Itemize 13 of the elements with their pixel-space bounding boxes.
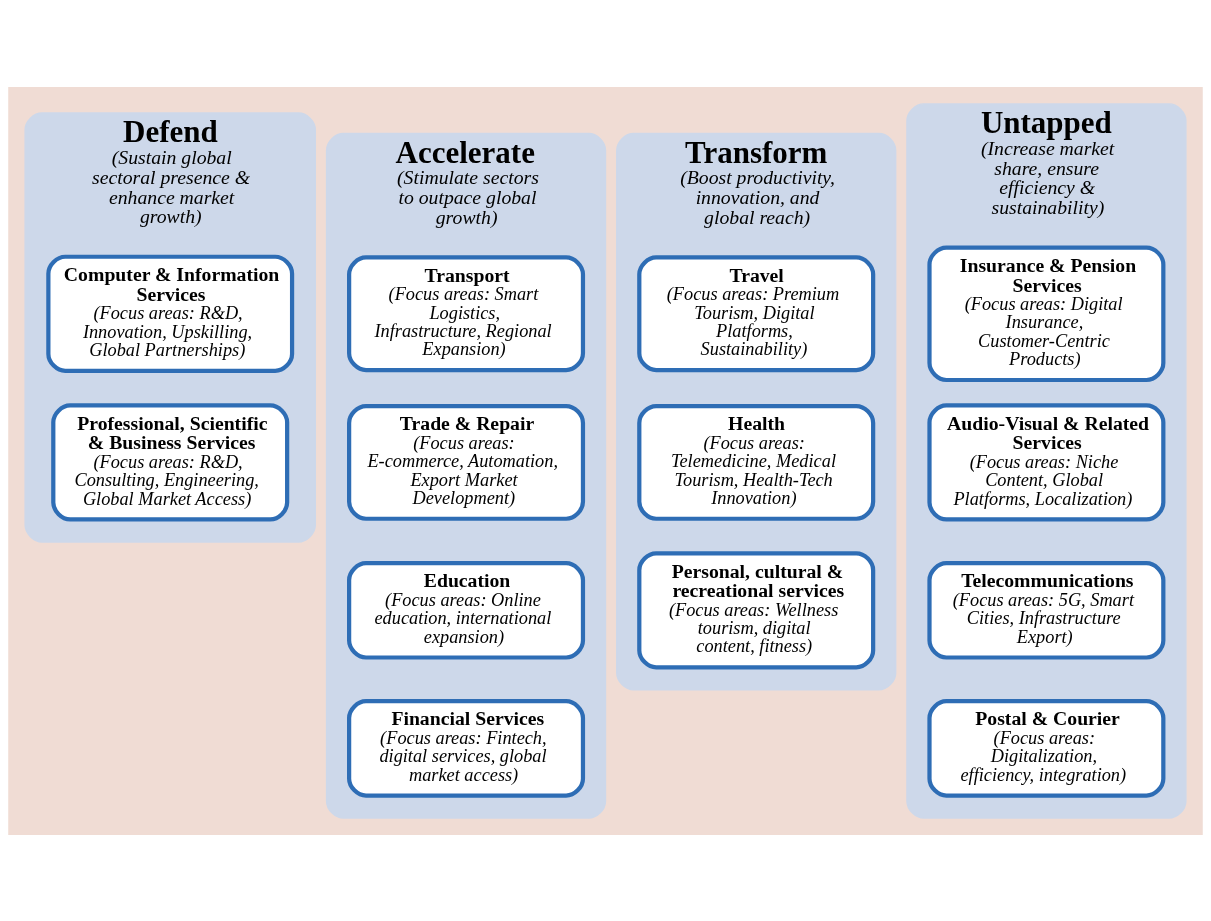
node-box: Trade & Repair (Focus areas: E-commerce, Automation, Export Market Development) [347, 403, 586, 521]
node-box: Audio-Visual & Related Services (Focus areas: Niche Content, Global Platforms, Localization) [927, 402, 1166, 522]
node-box: Health (Focus areas: Telemedicine, Medical Tourism, Health-Tech Innovation) [637, 403, 876, 521]
node-box: Insurance & Pension Services (Focus areas: Digital Insurance, Customer-Centric Products) [927, 244, 1166, 382]
node-box: Education (Focus areas: Online education, international expansion) [347, 560, 586, 660]
node-box: Financial Services (Focus areas: Fintech, digital services, global market access) [347, 698, 586, 798]
node-box: Computer & Information Services (Focus areas: R&D, Innovation, Upskilling, Global Partnerships) [46, 254, 295, 373]
node-box: Postal & Courier (Focus areas: Digitalization, efficiency, integration) [927, 698, 1166, 798]
node-box: Telecommunications (Focus areas: 5G, Smart Cities, Infrastructure Export) [927, 560, 1166, 660]
node-box: Transport (Focus areas: Smart Logistics, Infrastructure, Regional Expansion) [347, 254, 586, 372]
node-box: Travel (Focus areas: Premium Tourism, Digital Platforms, Sustainability) [637, 254, 876, 372]
node-box: Personal, cultural & recreational services (Focus areas: Wellness tourism, digital content, fitness) [637, 550, 876, 669]
node-box: Professional, Scientific & Business Services (Focus areas: R&D, Consulting, Engineering, Global Market Access) [51, 402, 290, 522]
